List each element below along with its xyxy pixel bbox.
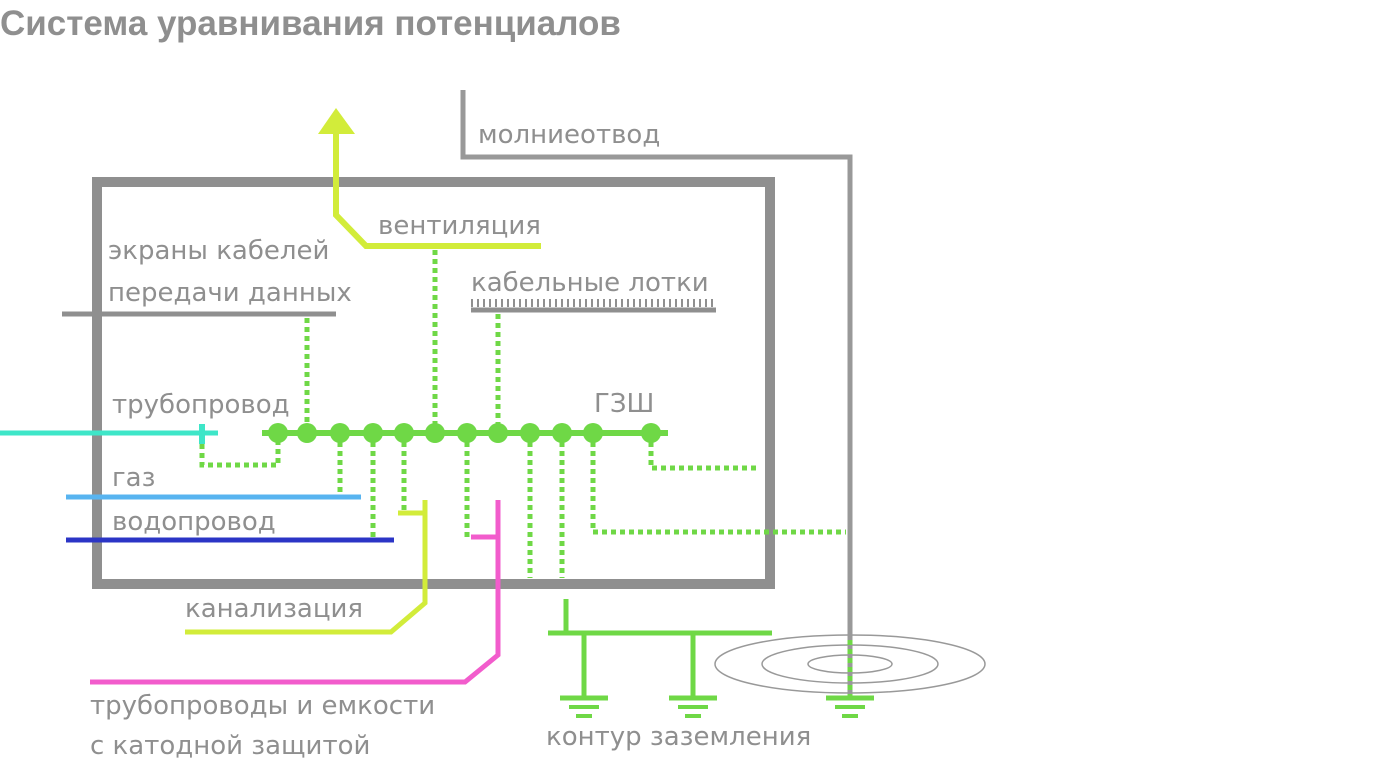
busbar-node [520,423,540,443]
cathodic-label-2: с катодной защитой [90,731,370,761]
cable-trays-label: кабельные лотки [471,268,709,298]
busbar-node [425,423,445,443]
busbar-node [330,423,350,443]
cable-shields-label-1: экраны кабелей [108,236,329,266]
cathodic-label-1: трубопроводы и емкости [90,691,435,721]
sewerage-label: канализация [185,594,363,624]
busbar-node [583,423,603,443]
building-bond-dotted [648,433,760,471]
ventilation-label: вентиляция [378,211,541,241]
busbar-nodes [268,423,661,443]
cathodic-line [90,500,501,685]
lightning-rod-line [460,90,853,700]
busbar-node [394,423,414,443]
cable-shields-label-2: передачи данных [108,278,352,308]
water-supply-label: водопровод [112,507,276,537]
busbar-label: ГЗШ [594,389,654,419]
ventilation-line [333,134,541,249]
busbar-node [297,423,317,443]
busbar-node [641,423,661,443]
busbar-node [552,423,572,443]
ground-symbol-icon [669,695,717,718]
pipeline-bond-dotted [199,433,281,468]
lightning-rod-label: молниеотвод [478,120,660,150]
ground-symbol-icon [560,695,608,718]
busbar-node [457,423,477,443]
pipeline-label: трубопровод [112,390,290,420]
sewerage-line [185,500,428,635]
busbar-node [363,423,383,443]
building-outline [92,177,775,589]
grounding-loop-label: контур заземления [546,722,811,752]
gas-label: газ [112,463,155,493]
ground-symbol-icon [826,695,874,718]
arrow-up-icon [318,108,355,134]
lightning-bond-dotted [590,433,846,535]
diagram-title: Система уравнивания потенциалов [0,4,621,43]
busbar-node [488,423,508,443]
busbar-node [268,423,288,443]
